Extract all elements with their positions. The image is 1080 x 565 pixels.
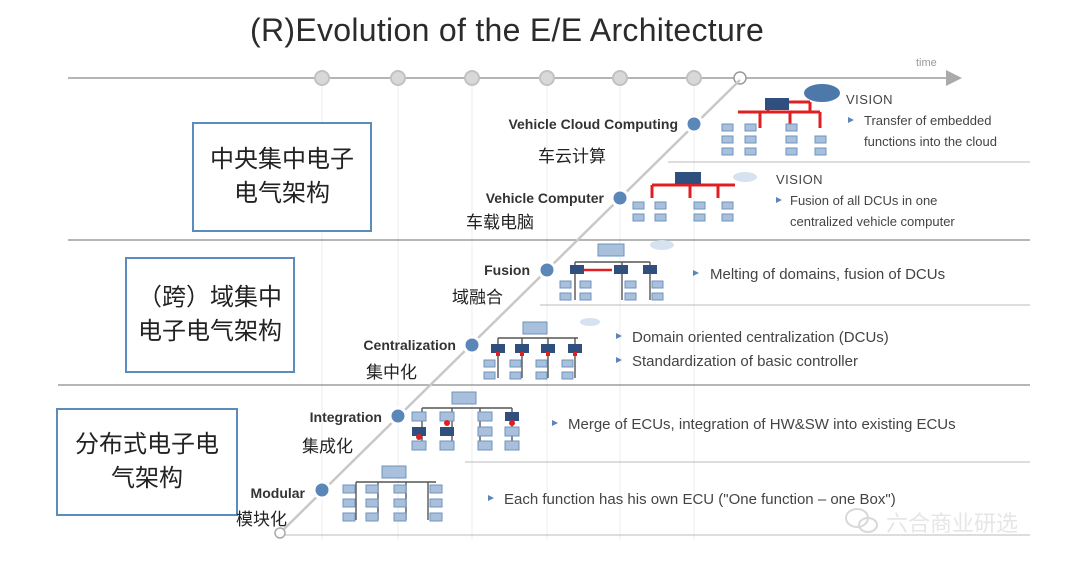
stage-description: VISION Transfer of embedded functions in…: [846, 90, 997, 152]
stage-label-cn: 模块化: [236, 510, 287, 529]
desc-line: Fusion of all DCUs in one: [790, 192, 938, 208]
desc-line: Melting of domains, fusion of DCUs: [710, 266, 946, 283]
stage-label-cn: 集中化: [366, 363, 417, 382]
vision-heading: VISION: [846, 92, 894, 107]
stage-label-cn: 域融合: [452, 288, 503, 307]
stage-nodes: [312, 114, 704, 500]
desc-line: Standardization of basic controller: [632, 353, 858, 370]
timeline-label: time: [916, 57, 937, 69]
stage-label-en: Vehicle Computer: [485, 190, 604, 206]
band-central: 中央集中电子电气架构: [192, 122, 372, 232]
desc-line: Transfer of embedded: [864, 112, 992, 128]
watermark: 六合商业研选: [886, 511, 1019, 536]
band-distributed-label: 分布式电子电气架构: [75, 431, 219, 492]
vision-heading: VISION: [776, 172, 824, 187]
desc-line: Domain oriented centralization (DCUs): [632, 329, 889, 346]
stage-label-en: Modular: [250, 485, 305, 501]
desc-line: Each function has his own ECU ("One func…: [504, 491, 896, 508]
band-domain-label: （跨）域集中电子电气架构: [138, 284, 282, 345]
page-title: (R)Evolution of the E/E Architecture: [250, 12, 765, 48]
desc-line: centralized vehicle computer: [790, 213, 955, 229]
desc-line: Merge of ECUs, integration of HW&SW into…: [568, 416, 956, 433]
stage-description: VISION Fusion of all DCUs in one central…: [776, 170, 955, 232]
stage-label-en: Integration: [309, 409, 382, 425]
diagram-vehicle-computer: [632, 172, 757, 222]
stage-label-en: Centralization: [363, 337, 456, 353]
diagram-vehicle-cloud: [721, 84, 840, 156]
timeline-dots: [314, 70, 702, 86]
diagram-integration: [411, 391, 520, 451]
stage-label-cn: 车云计算: [538, 147, 606, 166]
stage-label-en: Fusion: [484, 262, 530, 278]
stage-label-cn: 车载电脑: [466, 213, 534, 232]
band-distributed: 分布式电子电气架构: [56, 408, 238, 516]
diagram-fusion: [559, 240, 674, 301]
diagram-modular: [342, 465, 443, 522]
stage-label-cn: 集成化: [302, 437, 353, 456]
diagram-centralization: [483, 318, 600, 380]
wechat-icon: [845, 508, 878, 533]
band-central-label: 中央集中电子电气架构: [210, 146, 354, 207]
stage-label-en: Vehicle Cloud Computing: [508, 116, 678, 132]
band-domain: （跨）域集中电子电气架构: [125, 257, 295, 373]
stage-diagonal: [279, 79, 741, 534]
desc-line: functions into the cloud: [864, 133, 997, 149]
